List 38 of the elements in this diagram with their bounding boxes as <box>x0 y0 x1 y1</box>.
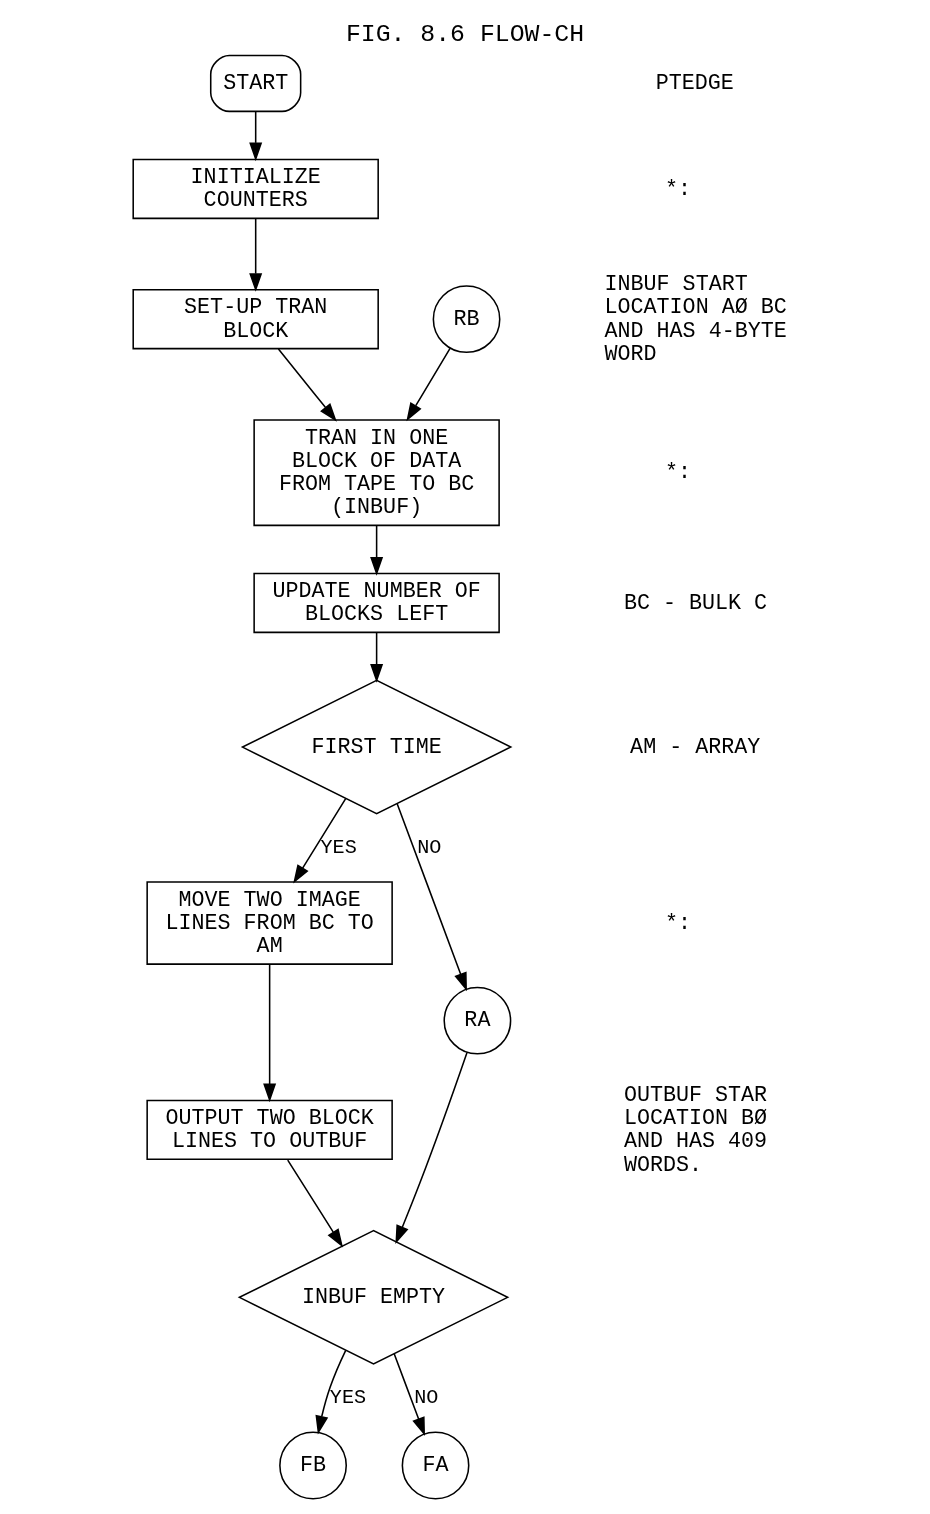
diagram-title: FIG. 8.6 FLOW-CH <box>345 20 585 49</box>
node-box: OUTPUT TWO BLOCK LINES TO OUTBUF <box>146 1099 393 1161</box>
arrow <box>249 217 263 292</box>
node-circle: RB <box>432 285 501 354</box>
node-diamond: FIRST TIME <box>240 679 513 815</box>
node-circle: FA <box>401 1431 470 1500</box>
node-box: MOVE TWO IMAGE LINES FROM BC TO AM <box>146 881 393 965</box>
arrow <box>293 797 347 884</box>
edge-label: NO <box>414 1386 439 1410</box>
edge-label: YES <box>320 836 357 860</box>
arrow <box>396 803 467 992</box>
node-box: SET-UP TRAN BLOCK <box>132 288 379 350</box>
node-circle: FB <box>279 1431 347 1500</box>
arrow <box>286 1159 344 1248</box>
node-box: TRAN IN ONE BLOCK OF DATA FROM TAPE TO BC (INBUF) <box>253 419 500 527</box>
node-box: UPDATE NUMBER OF BLOCKS LEFT <box>253 572 500 634</box>
label: AM - ARRAY <box>630 734 761 760</box>
arrow <box>370 632 384 683</box>
arrow <box>395 1051 468 1245</box>
label: BC - BULK C <box>623 590 768 616</box>
arrow <box>406 347 451 422</box>
arrow <box>393 1353 425 1436</box>
label: *: <box>665 460 692 486</box>
label: OUTBUF STAR LOCATION BØ AND HAS 409 WORDS. <box>623 1082 768 1178</box>
arrow <box>370 525 384 576</box>
arrow <box>277 348 337 422</box>
edge-label: YES <box>329 1386 367 1410</box>
edge-label: NO <box>417 836 442 860</box>
arrow <box>249 111 263 162</box>
label: *: <box>665 176 692 202</box>
arrow <box>263 963 277 1103</box>
node-box: START <box>209 54 302 113</box>
label: *: <box>665 910 692 936</box>
label: PTEDGE <box>655 71 734 97</box>
arrow <box>315 1349 347 1435</box>
label: INBUF START LOCATION AØ BC AND HAS 4-BYTE WORD <box>604 272 787 367</box>
node-box: INITIALIZE COUNTERS <box>132 158 379 220</box>
node-circle: RA <box>443 986 512 1055</box>
